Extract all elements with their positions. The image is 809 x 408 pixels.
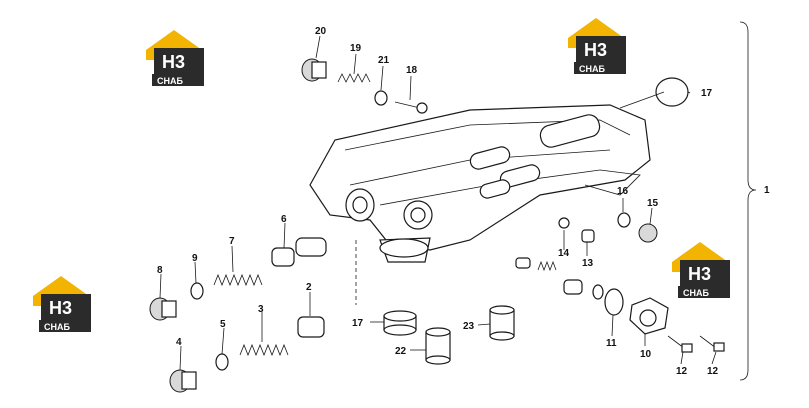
part-2-piston [297, 316, 325, 338]
part-23-cylinder [489, 305, 515, 341]
callout-9: 9 [192, 253, 198, 264]
callout-10: 10 [640, 349, 652, 360]
part-20-plug [301, 58, 327, 82]
part-3-spring [239, 343, 289, 357]
callout-17: 17 [701, 88, 713, 99]
part-16-o-ring [617, 212, 631, 228]
callout-13: 13 [582, 258, 594, 269]
part-12-bolt [699, 335, 725, 352]
part-15-plug [638, 223, 658, 243]
callout-8: 8 [157, 265, 163, 276]
logo-top-text: H3 [162, 52, 185, 72]
part-4-plug [169, 369, 197, 393]
callout-15: 15 [647, 198, 659, 209]
callout-4: 4 [176, 337, 182, 348]
logo-bottom-text: CHAБ [579, 64, 605, 74]
logo-bottom-text: CHAБ [683, 288, 709, 298]
part-19-spring [337, 73, 371, 83]
part-14-washer [558, 217, 570, 229]
callout-12b: 12 [707, 366, 719, 377]
part-18-pin [394, 101, 428, 114]
part-17-cap-upper [655, 77, 689, 107]
callout-3: 3 [258, 304, 264, 315]
callout-11: 11 [606, 338, 617, 349]
part-10-solenoid [629, 297, 669, 335]
callout-2: 2 [306, 282, 312, 293]
part-9-o-ring [190, 282, 204, 300]
part-22-cylinder [425, 327, 451, 365]
part-11-o-ring [604, 288, 624, 316]
oil-pump-housing [309, 104, 651, 263]
brand-logo: H3 CHAБ [33, 276, 91, 332]
part-7-spring [213, 273, 263, 287]
callout-17b: 17 [352, 318, 364, 329]
callout-labels: 1 2 3 4 5 6 7 8 9 10 11 12 12 13 14 15 1… [157, 26, 770, 377]
callout-1: 1 [764, 185, 770, 196]
callout-23: 23 [463, 321, 475, 332]
callout-19: 19 [350, 43, 362, 54]
part-21-o-ring [374, 90, 388, 106]
part-6-valve [271, 237, 327, 267]
callout-12: 12 [676, 366, 688, 377]
part-17-cap-lower [383, 310, 417, 336]
callout-5: 5 [220, 319, 226, 330]
callout-18: 18 [406, 65, 418, 76]
part-5-o-ring [215, 353, 229, 371]
brand-logo: H3 CHAБ [672, 242, 730, 298]
logo-bottom-text: CHAБ [44, 322, 70, 332]
part-13-plug [581, 229, 595, 243]
callout-6: 6 [281, 214, 287, 225]
assembly-brace [739, 21, 757, 381]
callout-16: 16 [617, 186, 629, 197]
brand-logo: H3 CHAБ [146, 30, 204, 86]
logo-top-text: H3 [584, 40, 607, 60]
logo-top-text: H3 [688, 264, 711, 284]
part-8-plug [149, 297, 177, 321]
part-12-bolt [667, 335, 693, 353]
callout-14: 14 [558, 248, 570, 259]
callout-7: 7 [229, 236, 235, 247]
valve-assembly [515, 257, 604, 300]
callout-22: 22 [395, 346, 407, 357]
leader-lines [159, 35, 717, 371]
logo-bottom-text: CHAБ [157, 76, 183, 86]
callout-20: 20 [315, 26, 327, 37]
callout-21: 21 [378, 55, 390, 66]
logo-top-text: H3 [49, 298, 72, 318]
brand-logo: H3 CHAБ [568, 18, 626, 74]
